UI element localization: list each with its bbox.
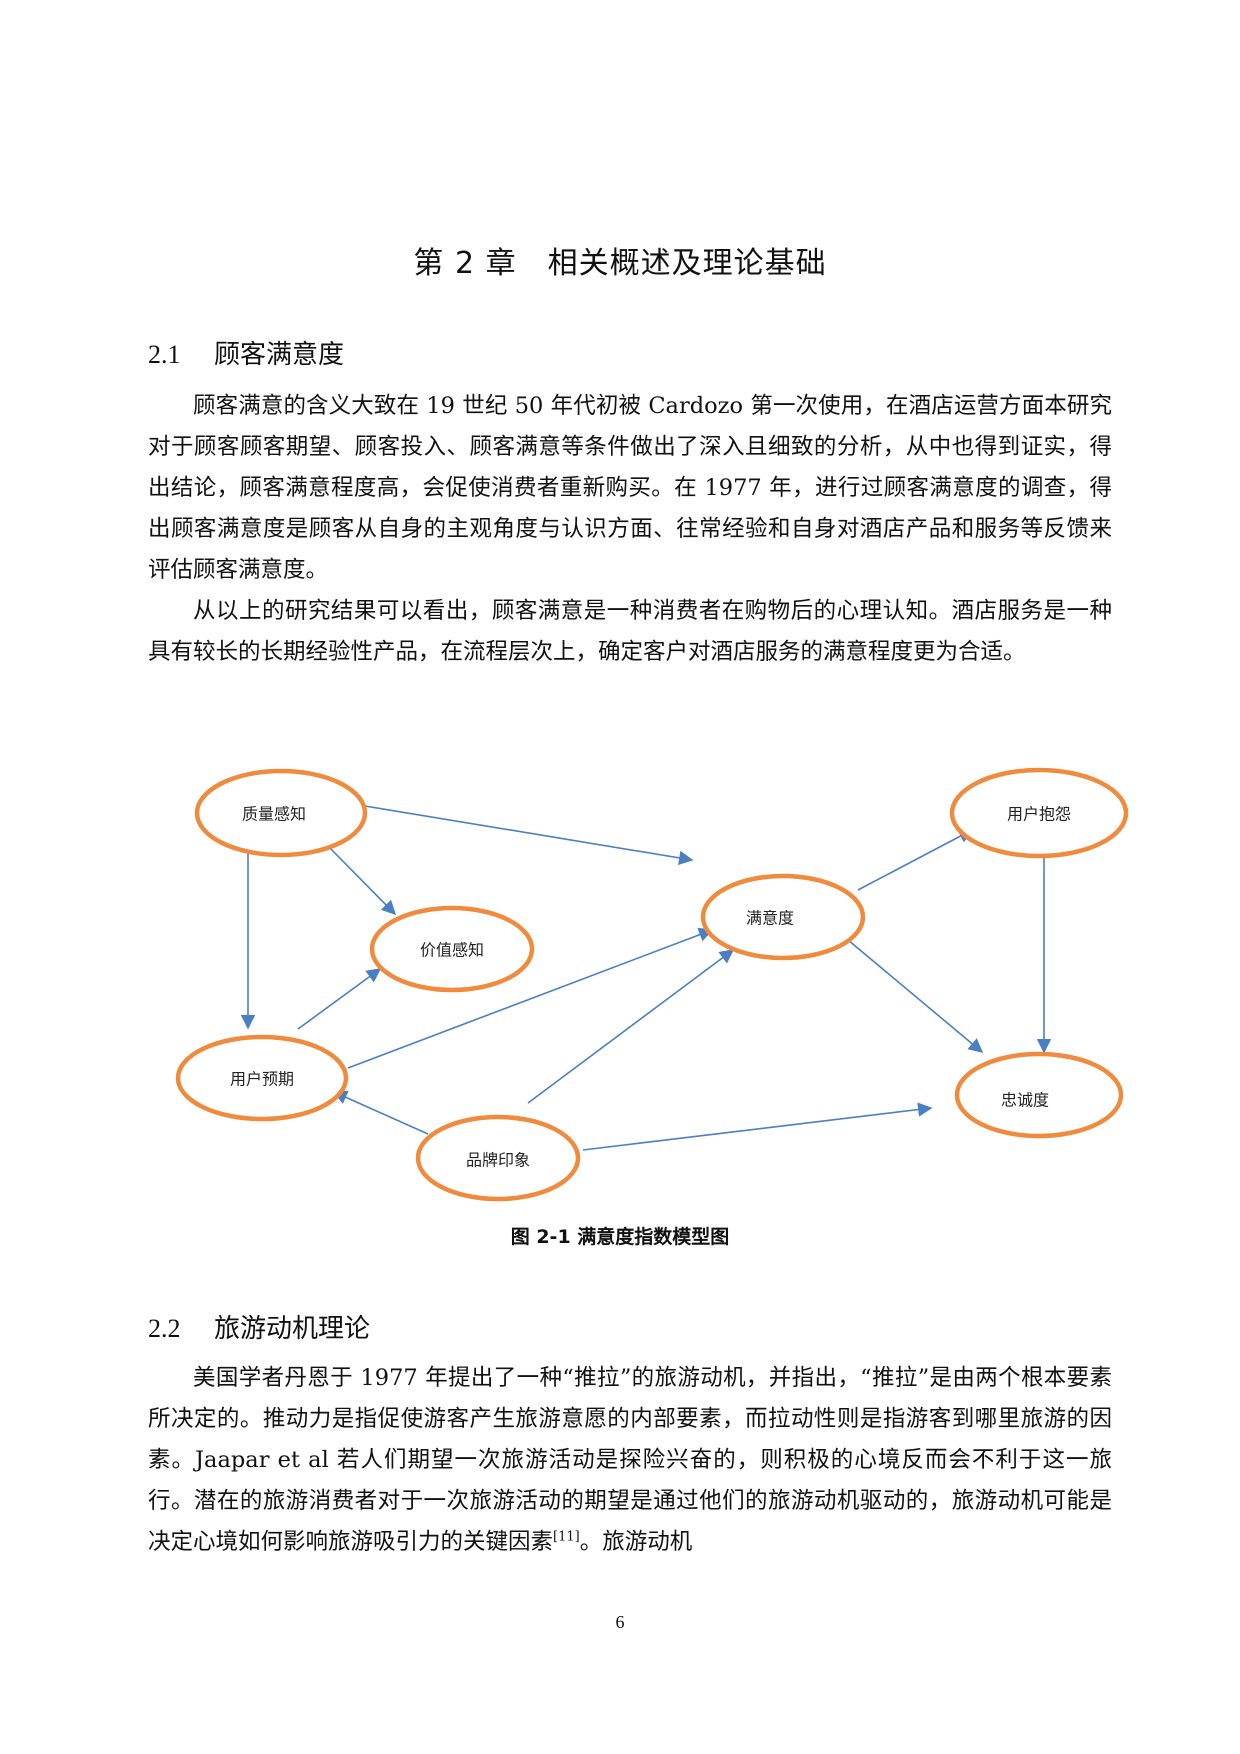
- edge-expectation-satisfaction: [347, 927, 714, 1069]
- node-value: [369, 905, 535, 993]
- node-satisfaction: [700, 873, 866, 961]
- edge-expectation-value: [297, 968, 382, 1030]
- edge-satisfaction-complaint: [857, 829, 974, 891]
- edge-satisfaction-loyalty: [847, 939, 984, 1053]
- edge-brand-expectation: [332, 1090, 429, 1135]
- paragraph: 从以上的研究结果可以看出，顾客满意是一种消费者在购物后的心理认知。酒店服务是一种…: [148, 598, 1112, 665]
- node-loyalty: [954, 1051, 1124, 1139]
- edge-quality-satisfaction: [364, 805, 694, 865]
- paragraph-text: 美国学者丹恩于 1977 年提出了一种“推拉”的旅游动机，并指出，“推拉”是由两…: [148, 1365, 1112, 1555]
- node-label-complaint: 用户抱怨: [1007, 805, 1071, 824]
- paragraph-text-tail: 。旅游动机: [579, 1529, 693, 1555]
- node-expectation: [175, 1034, 349, 1122]
- satisfaction-index-diagram: 质量感知 价值感知 用户预期 品牌印象 满意度 用户抱怨 忠诚度: [175, 767, 1129, 1202]
- node-label-expectation: 用户预期: [230, 1070, 294, 1089]
- section-title: 旅游动机理论: [214, 1314, 371, 1344]
- node-label-value: 价值感知: [420, 941, 484, 960]
- figure-caption: 图 2-1 满意度指数模型图: [510, 1226, 730, 1248]
- section-heading-2-2: 2.2 旅游动机理论: [148, 1308, 370, 1345]
- node-label-quality: 质量感知: [242, 805, 306, 824]
- node-complaint: [949, 767, 1129, 859]
- paragraph: 美国学者丹恩于 1977 年提出了一种“推拉”的旅游动机，并指出，“推拉”是由两…: [148, 1358, 1112, 1563]
- edge-brand-loyalty: [582, 1102, 933, 1151]
- node-label-loyalty: 忠诚度: [1001, 1091, 1049, 1110]
- edge-quality-value: [321, 839, 397, 916]
- node-label-brand: 品牌印象: [466, 1151, 530, 1170]
- citation-marker[interactable]: [11]: [553, 1529, 580, 1545]
- section-heading-2-1: 2.1 顾客满意度: [148, 334, 344, 371]
- page-number: 6: [615, 1612, 625, 1632]
- section-number: 2.2: [148, 1314, 181, 1343]
- section-title: 顾客满意度: [214, 340, 345, 370]
- edge-brand-satisfaction: [527, 949, 735, 1104]
- section-number: 2.1: [148, 340, 181, 369]
- paragraph: 顾客满意的含义大致在 19 世纪 50 年代初被 Cardozo 第一次使用，在…: [148, 393, 1112, 583]
- node-label-satisfaction: 满意度: [746, 909, 794, 928]
- node-brand: [415, 1114, 581, 1202]
- chapter-title: 第 2 章 相关概述及理论基础: [413, 246, 827, 281]
- node-quality: [194, 768, 368, 858]
